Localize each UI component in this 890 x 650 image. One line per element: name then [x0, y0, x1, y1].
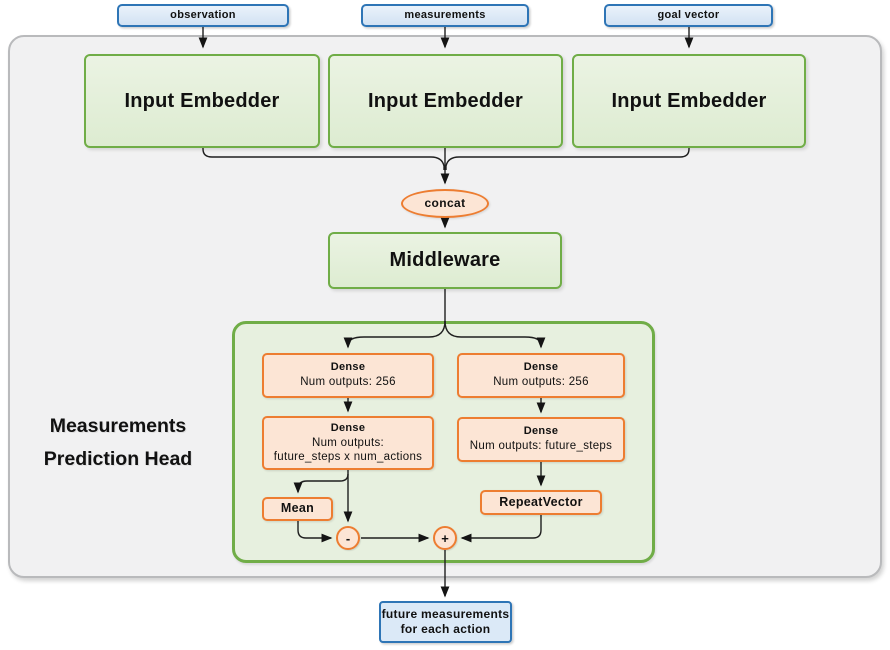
- node-dense-left-1-subtitle: Num outputs: 256: [300, 376, 396, 389]
- node-dense-right-1-subtitle: Num outputs: 256: [493, 376, 589, 389]
- node-plus-op-label: +: [441, 530, 449, 546]
- node-measurements-label: measurements: [404, 8, 486, 21]
- node-input-embedder-2-label: Input Embedder: [367, 89, 524, 112]
- node-repeat-vector: RepeatVector: [480, 490, 602, 515]
- node-measurements: measurements: [361, 4, 529, 27]
- node-dense-right-2-subtitle: Num outputs: future_steps: [469, 440, 613, 453]
- node-dense-right-2: Dense Num outputs: future_steps: [457, 417, 625, 462]
- node-mean: Mean: [262, 497, 333, 521]
- node-dense-left-2-subtitle-line2: future_steps x num_actions: [273, 450, 423, 463]
- wire-mean-to-minus: [297, 521, 333, 543]
- head-title-line1: Measurements: [49, 415, 187, 437]
- node-middleware-label: Middleware: [389, 249, 501, 271]
- node-concat-label: concat: [424, 196, 466, 210]
- node-repeat-vector-label: RepeatVector: [499, 494, 583, 509]
- wire-split-right: [444, 320, 546, 349]
- node-dense-left-1-title: Dense: [330, 361, 366, 374]
- node-mean-label: Mean: [280, 501, 315, 516]
- node-dense-right-2-title: Dense: [523, 425, 559, 438]
- node-goal-vector: goal vector: [604, 4, 773, 27]
- node-output-line1: future measurements: [381, 607, 510, 621]
- node-dense-left-2-title: Dense: [330, 421, 366, 434]
- wire-dense2L-to-mean: [293, 473, 349, 494]
- node-dense-left-2-subtitle-line1: Num outputs:: [312, 436, 384, 449]
- node-observation-label: observation: [170, 8, 236, 21]
- wire-repeatvector-to-plus: [460, 515, 542, 543]
- head-title: Measurements Prediction Head: [18, 410, 218, 476]
- node-plus-op: +: [433, 526, 457, 550]
- node-goal-vector-label: goal vector: [657, 8, 720, 21]
- node-input-embedder-3: Input Embedder: [572, 54, 806, 148]
- node-input-embedder-1-label: Input Embedder: [124, 89, 280, 112]
- node-output-line2: for each action: [400, 622, 491, 636]
- node-dense-right-1-title: Dense: [523, 361, 559, 374]
- node-observation: observation: [117, 4, 289, 27]
- node-middleware: Middleware: [328, 232, 562, 289]
- node-dense-left-1: Dense Num outputs: 256: [262, 353, 434, 398]
- node-minus-op: -: [336, 526, 360, 550]
- node-concat: concat: [401, 189, 489, 218]
- node-input-embedder-3-label: Input Embedder: [611, 89, 767, 112]
- node-dense-left-2: Dense Num outputs: future_steps x num_ac…: [262, 416, 434, 470]
- wire-embedder1-merge: [202, 148, 445, 170]
- node-minus-op-label: -: [345, 530, 351, 546]
- node-input-embedder-2: Input Embedder: [328, 54, 563, 148]
- node-input-embedder-1: Input Embedder: [84, 54, 320, 148]
- wire-split-left: [343, 320, 446, 349]
- node-output: future measurements for each action: [379, 601, 512, 643]
- node-dense-right-1: Dense Num outputs: 256: [457, 353, 625, 398]
- head-title-line2: Prediction Head: [43, 448, 193, 470]
- wire-embedder3-merge: [445, 148, 690, 170]
